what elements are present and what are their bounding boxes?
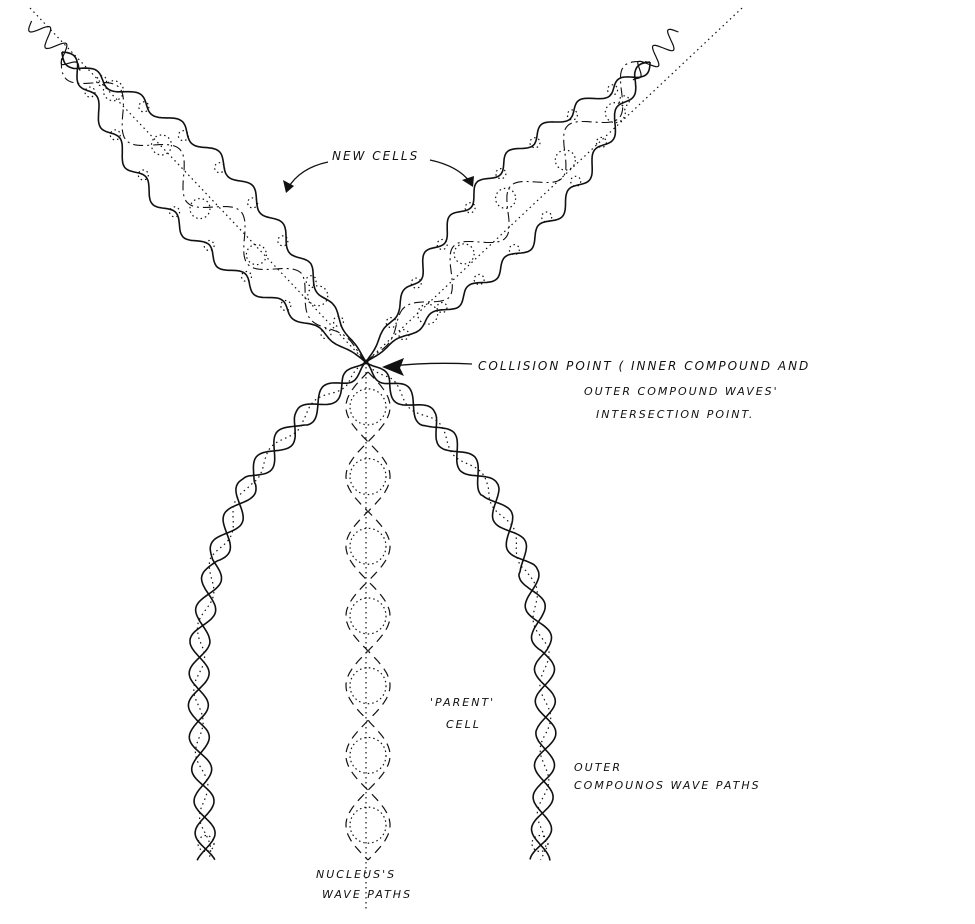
collision-label-line3: INTERSECTION POINT. [596,408,754,421]
left-dotted-axis [30,8,366,362]
collision-label-line1: COLLISION POINT ( INNER COMPOUND AND [478,359,810,373]
new-cell-left [29,21,366,362]
nucleus-dashed-right [368,372,390,860]
collision-arrow-head [382,358,404,376]
left-cell-inner-wave [61,52,366,362]
collision-point [364,360,369,365]
left-cell-membrane-a [62,52,366,362]
new-cell-right [366,29,678,362]
nucleus-circle-6 [350,737,386,773]
parent-cell-label-line1: 'PARENT' [430,696,495,709]
collision-arrow [392,363,472,366]
outer-wave-label-line1: OUTER [574,761,622,774]
nucleus-circle-2 [350,459,386,495]
outer-wave-path-right [366,362,556,861]
new-cells-arrow-right-head [462,176,474,187]
collision-label-line2: OUTER COMPOUND WAVES' [584,385,779,398]
nucleus-circle-4 [350,598,386,634]
right-cell-center-circle-2 [454,244,474,264]
left-outer-strand-a [188,362,366,860]
outer-wave-label-line2: COMPOUNOS WAVE PATHS [574,779,761,792]
nucleus-circle-3 [350,528,386,564]
nucleus-label-line2: WAVE PATHS [322,888,412,901]
left-cell-center-circle-1 [308,286,328,306]
new-cells-arrow-right [430,160,470,182]
left-cell-center-circle-2 [246,245,266,265]
right-dotted-axis [366,8,742,362]
right-cell-center-circle-1 [418,304,438,324]
right-cell-tip-tangle [633,29,678,80]
right-cell-center-circle-3 [496,188,516,208]
outer-wave-path-left [188,362,366,860]
nucleus-circle-7 [350,807,386,843]
new-cells-label: NEW CELLS [332,149,419,163]
nucleus-dashed-left [346,372,368,860]
nucleus-circle-1 [350,389,386,425]
nucleus-label-line1: NUCLEUS'S [316,868,396,881]
left-cell-tip-tangle [29,21,80,71]
right-outer-strand-b [366,362,555,860]
left-outer-dotted-core [194,362,366,860]
left-cell-center-circle-3 [190,199,210,219]
nucleus-circle-5 [350,668,386,704]
nucleus-wave-path [346,372,390,860]
new-cells-arrow-left [288,162,328,188]
parent-cell-label-line2: CELL [446,718,481,731]
left-cell-membrane-b [62,52,366,362]
right-cell-inner-wave [366,62,650,363]
right-outer-dotted-core [366,362,551,860]
